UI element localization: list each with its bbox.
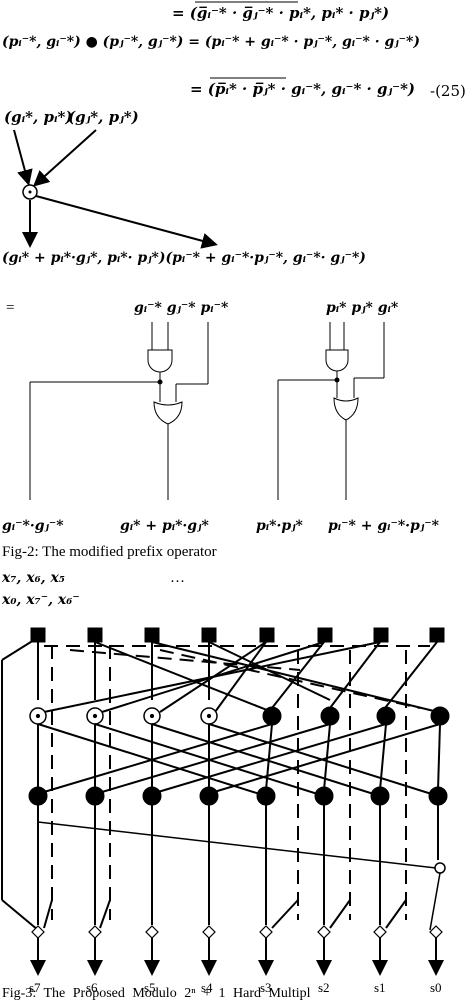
gate-output-3: pᵢ*·pⱼ* [256, 518, 303, 534]
input-square-4 [201, 627, 217, 643]
input-square-5 [144, 627, 160, 643]
output-label-s5: s5 [144, 980, 156, 995]
output-label-s2: s2 [318, 980, 330, 995]
input-square-6 [87, 627, 103, 643]
gate-circuit-right [277, 322, 385, 500]
fig2-caption: Fig-2: The modified prefix operator [2, 544, 217, 560]
input-square-2 [317, 627, 333, 643]
prefix-node-black-4 [430, 706, 450, 726]
output-label-s6: s6 [86, 980, 98, 995]
operand-line-1: x₇, x₆, x₅ [2, 570, 65, 586]
gate-left-inputs-label: gᵢ⁻* gⱼ⁻* pᵢ⁻* [134, 300, 229, 316]
output-label-s4: s4 [201, 980, 213, 995]
operand-line-2: x₀, x₇⁻, x₆⁻ [2, 592, 80, 608]
xor-diamond-4 [202, 925, 216, 939]
operand-ellipsis: … [170, 570, 185, 586]
equation-line-1: = (g̅ᵢ⁻* · g̅ⱼ⁻* · pᵢ*, pᵢ* · pⱼ*) [172, 4, 390, 22]
output-label-s3: s3 [260, 980, 272, 995]
equals-sign: = [6, 300, 15, 316]
prefix-node-lower-3 [142, 786, 162, 806]
equation-number: -(25) [430, 82, 466, 100]
gate-output-4: pᵢ⁻* + gᵢ⁻*·pⱼ⁻* [328, 518, 439, 534]
output-label-s0: s0 [430, 980, 442, 995]
prefix-node-lower-2 [85, 786, 105, 806]
xor-diamond-5 [145, 925, 159, 939]
input-square-3 [259, 627, 275, 643]
input-square-1 [373, 627, 389, 643]
xor-diamond-3 [259, 925, 273, 939]
prefix-node-lower-8 [428, 786, 448, 806]
operator-output-expression: (gᵢ* + pᵢ*·gⱼ*, pᵢ*· pⱼ*)(pᵢ⁻* + gᵢ⁻*·pⱼ… [2, 250, 366, 266]
prefix-node-lower-6 [314, 786, 334, 806]
fig3-caption: Fig-3: The Proposed Modulo 2ⁿ + 1 Hard M… [2, 986, 311, 1001]
gate-output-1: gᵢ⁻*·gⱼ⁻* [2, 518, 64, 534]
prefix-node-lower-7 [370, 786, 390, 806]
output-label-s7: s7 [29, 980, 41, 995]
xor-diamond-2 [317, 925, 331, 939]
equation-line-2: (pᵢ⁻*, gᵢ⁻*) ● (pⱼ⁻*, gⱼ⁻*) = (pᵢ⁻* + gᵢ… [2, 34, 420, 50]
prefix-operator-diagram [13, 129, 218, 249]
equation-line-3: = (p̅ᵢ* · p̅ⱼ* · gᵢ⁻*, gᵢ⁻* · gⱼ⁻*) [190, 80, 416, 98]
prefix-node-black-1 [262, 706, 282, 726]
output-label-s1: s1 [374, 980, 386, 995]
xor-diamond-0 [429, 925, 443, 939]
gate-circuit-left [29, 322, 209, 500]
prefix-node-lower-1 [28, 786, 48, 806]
prefix-node-lower-4 [199, 786, 219, 806]
gate-output-2: gᵢ* + pᵢ*·gⱼ* [120, 518, 209, 534]
input-square-0 [429, 627, 445, 643]
gate-right-inputs-label: pᵢ* pⱼ* gᵢ* [326, 300, 399, 316]
prefix-node-black-2 [320, 706, 340, 726]
carry-node [434, 862, 446, 874]
xor-diamond-1 [373, 925, 387, 939]
xor-diamond-6 [88, 925, 102, 939]
operator-input-right: (gⱼ*, pⱼ*) [68, 108, 139, 126]
prefix-node-black-3 [376, 706, 396, 726]
prefix-node-lower-5 [256, 786, 276, 806]
multiplier-network [1, 627, 450, 976]
operator-input-left: (gᵢ*, pᵢ*) [4, 108, 73, 126]
